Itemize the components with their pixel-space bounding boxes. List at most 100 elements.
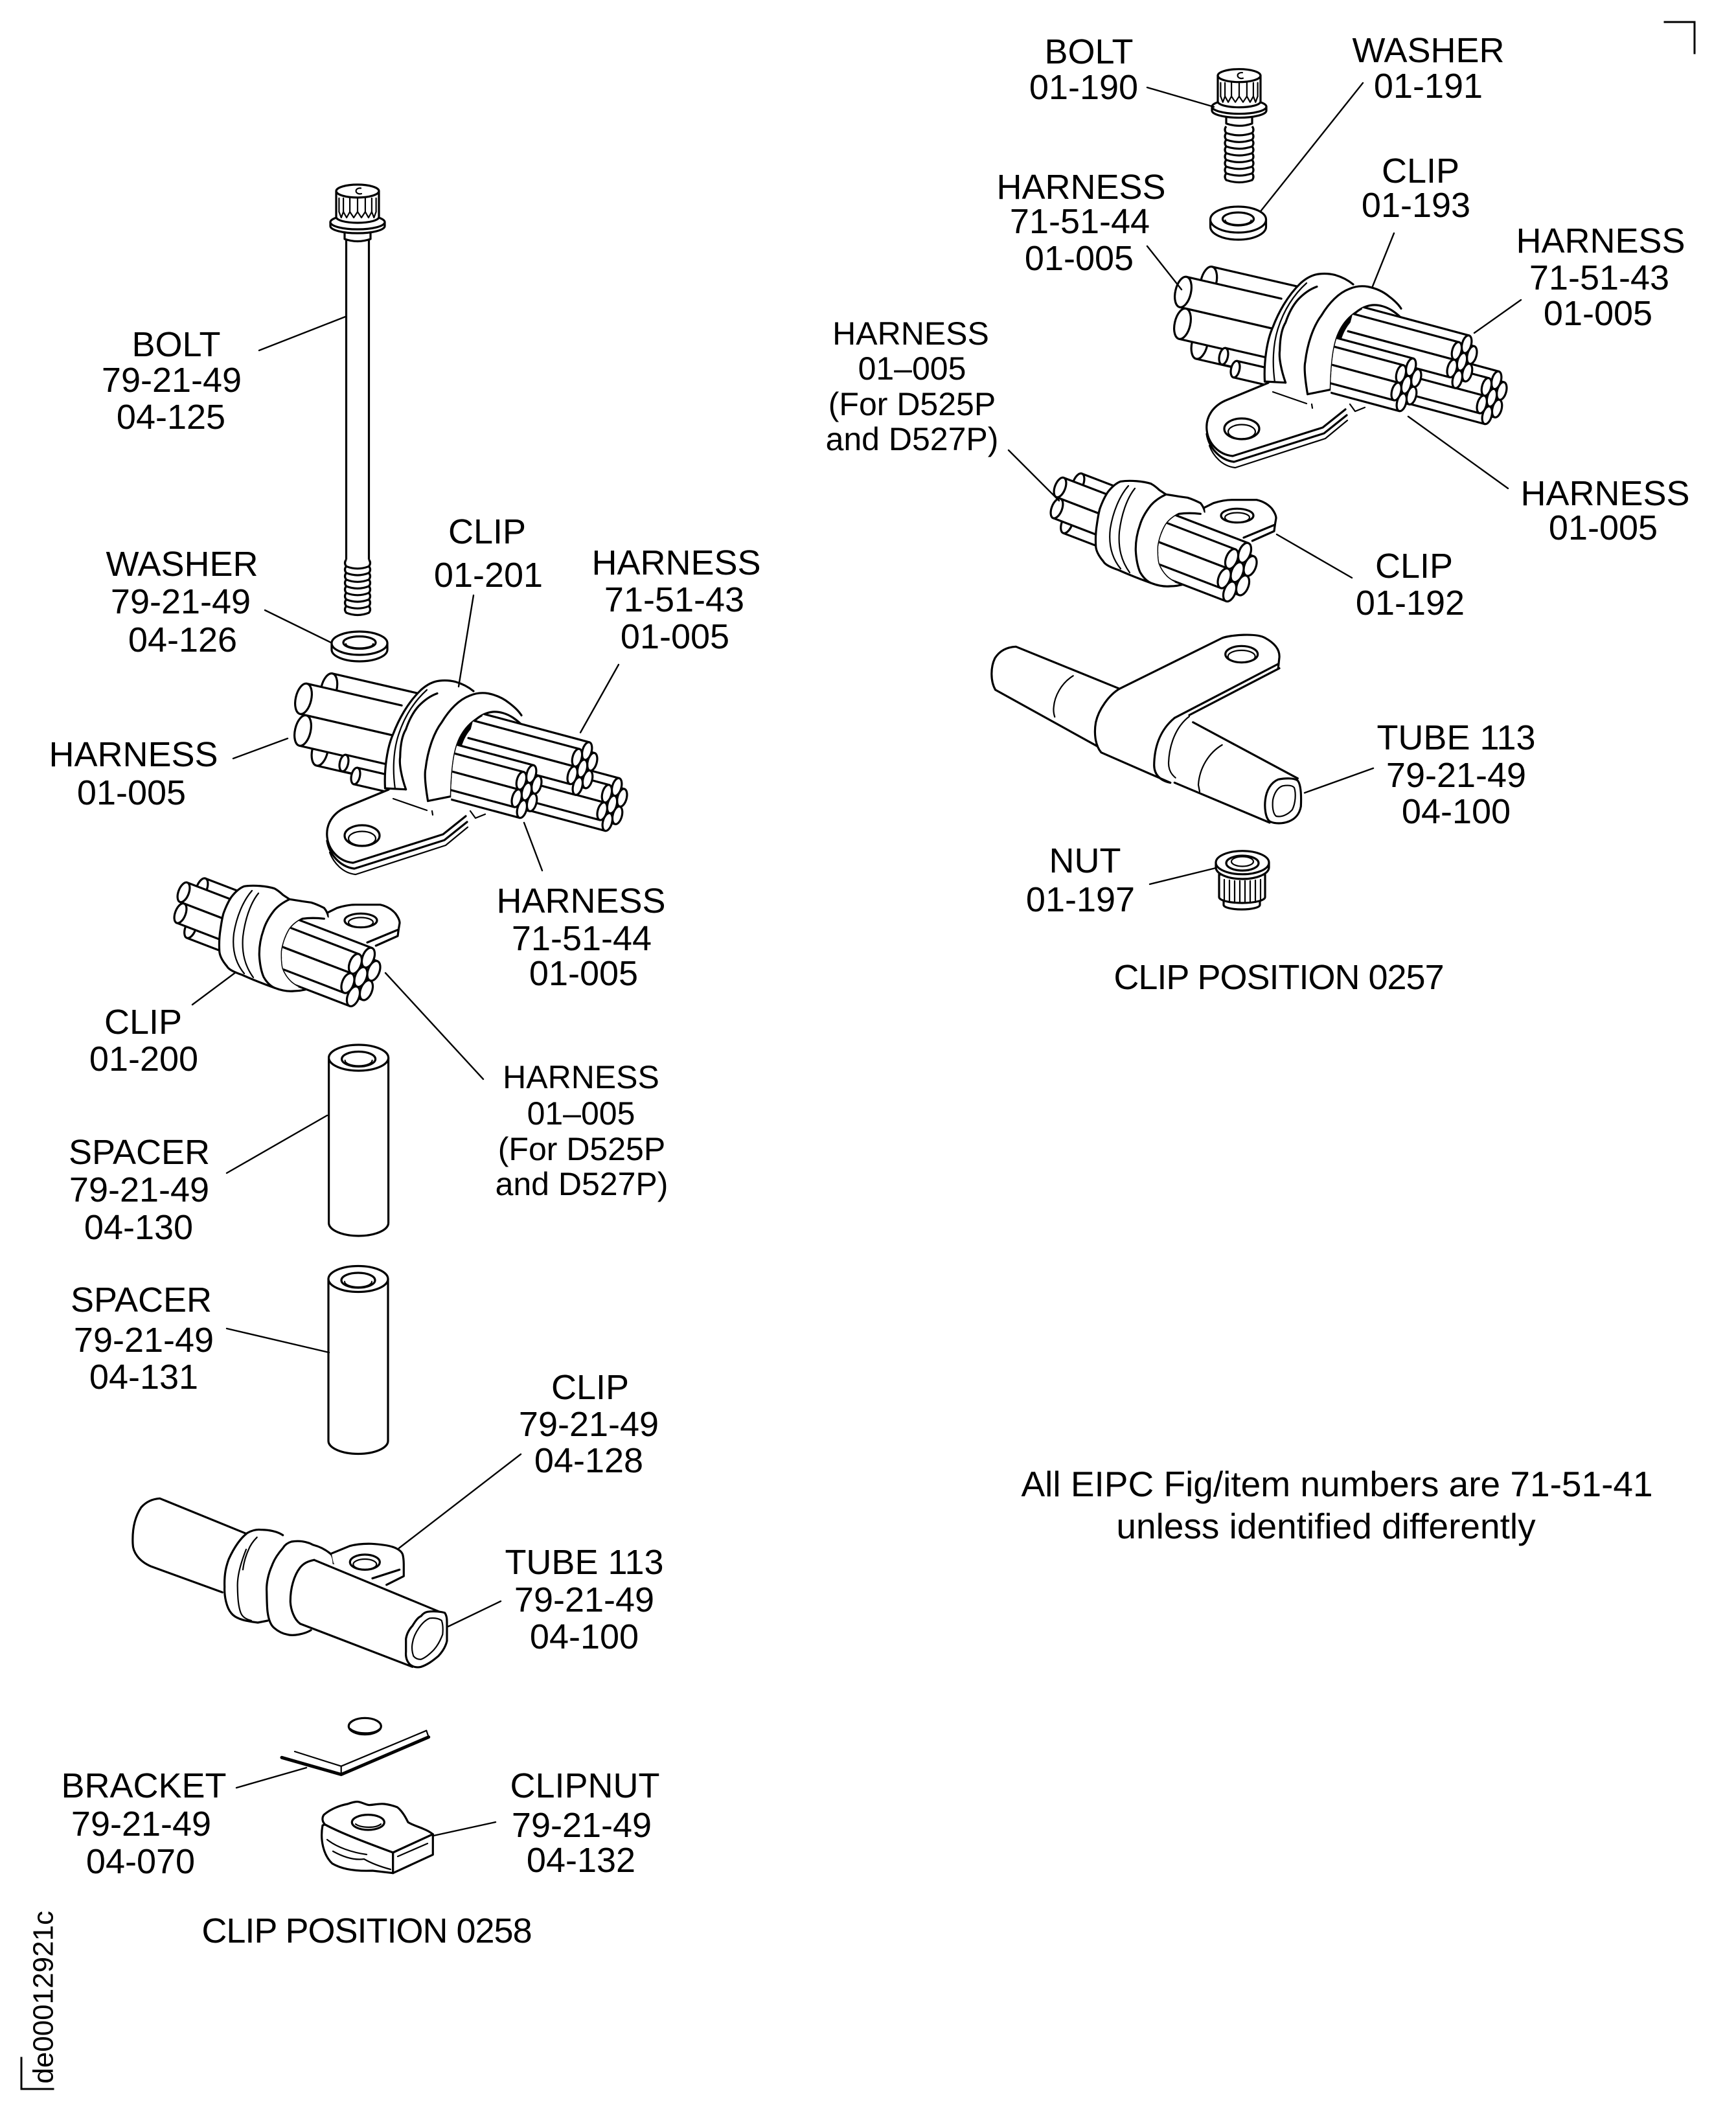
fig-item: 01-005 xyxy=(1544,294,1652,333)
wire-end xyxy=(1174,275,1193,308)
part-name: NUT xyxy=(1049,841,1121,880)
tube-front-edges xyxy=(1173,721,1299,824)
clip-front-ring xyxy=(266,1540,335,1636)
strap-front-edge xyxy=(424,692,523,803)
leader-nut-01-197 xyxy=(1148,867,1217,885)
tube-joint-line xyxy=(1197,744,1223,793)
wire-end xyxy=(510,788,523,808)
part-name: BOLT xyxy=(1044,32,1133,71)
chapter-ref: 79-21-49 xyxy=(69,1170,209,1209)
bolt-head-points xyxy=(338,211,377,219)
bolt-head xyxy=(1211,68,1268,127)
tube-bracket-top-edge xyxy=(1118,633,1281,690)
bolt-04-125-illustration xyxy=(329,183,386,617)
leader-lines xyxy=(1007,82,1522,885)
harness-rear-wires xyxy=(293,672,433,789)
leader-harness-71-51-43 xyxy=(1473,299,1522,334)
note-line: unless identified differently xyxy=(1116,1506,1536,1546)
harness-front-wires xyxy=(282,915,382,1008)
nut-knurls xyxy=(1223,878,1262,904)
tube-bracket-fill xyxy=(1097,635,1280,783)
mounting-hole-insert xyxy=(1227,424,1257,440)
bracket-04-070-illustration xyxy=(280,1716,431,1776)
tab-edge xyxy=(1251,523,1276,542)
leader-clip-01-192 xyxy=(1275,533,1353,579)
thread xyxy=(343,559,372,570)
leader-harness-71-51-44 xyxy=(1146,245,1183,291)
wire-body xyxy=(1158,537,1228,588)
chapter-ref: 79-21-49 xyxy=(519,1405,659,1444)
callout-harness-71-51-44: HARNESS 71-51-44 01-005 xyxy=(496,882,665,993)
p-clip-with-harness-bundles xyxy=(293,672,628,876)
wire-end xyxy=(566,765,578,786)
part-name: HARNESS xyxy=(49,735,218,774)
fig-item: 01-005 xyxy=(529,954,638,993)
tab-outline xyxy=(327,904,401,944)
wire xyxy=(1158,536,1232,589)
fig-item: 04-126 xyxy=(128,621,237,659)
part-name: HARNESS xyxy=(591,543,760,582)
bolt-threads xyxy=(1224,126,1255,184)
clip-opening-edge xyxy=(289,1558,315,1625)
strap-rear-inner-edge xyxy=(1278,285,1318,384)
tube-bracket-hole-insert xyxy=(1227,649,1256,664)
loop-front-edge xyxy=(258,898,330,992)
callout-harness-d525p-d527p: HARNESS 01–005 (For D525P and D527P) xyxy=(496,1059,668,1202)
clipnut-hole-wall xyxy=(354,1823,382,1828)
tab-edge xyxy=(374,928,400,947)
part-name: SPACER xyxy=(71,1281,212,1319)
applicability-note: (For D525P xyxy=(828,386,996,422)
fig-item: 01-197 xyxy=(1026,880,1135,919)
part-name: HARNESS xyxy=(496,882,665,920)
wire-body xyxy=(1158,518,1236,569)
wire-body xyxy=(451,750,524,790)
chapter-ref: 79-21-49 xyxy=(512,1806,652,1845)
harness-front-bundle xyxy=(1158,510,1258,603)
fig-item: 01–005 xyxy=(858,350,966,387)
corner-mark-top-right xyxy=(1663,21,1696,54)
leader-lines xyxy=(191,315,620,1837)
spacer-bore xyxy=(340,1050,377,1068)
callout-clipnut-04-132: CLIPNUT 79-21-49 04-132 xyxy=(510,1766,659,1880)
tab-lower-edge xyxy=(1208,419,1349,469)
leader-spacer-04-130 xyxy=(225,1114,328,1174)
tube-open-end xyxy=(404,1610,448,1669)
fig-item: 01-201 xyxy=(434,556,543,595)
callouts: BOLT 79-21-49 04-125 WASHER 79-21-49 04-… xyxy=(49,325,760,1881)
part-name: TUBE 113 xyxy=(1376,718,1535,757)
clipnut-04-132-illustration xyxy=(321,1800,434,1875)
part-name: HARNESS xyxy=(1516,222,1685,260)
harness-bundle-lower-left xyxy=(451,742,543,819)
fig-item: 01–005 xyxy=(527,1095,635,1132)
leader-harness-d525p-d527p xyxy=(384,972,485,1080)
loop-bead-line xyxy=(233,889,253,975)
tube-rear-fill xyxy=(132,1498,247,1593)
leader-harness-d525p-d527p xyxy=(1007,449,1060,502)
mounting-hole-insert xyxy=(1224,512,1251,523)
washer-hole-wall xyxy=(1224,219,1252,226)
tab-fill xyxy=(1206,383,1349,468)
callout-clip-01-201: CLIP 01-201 xyxy=(434,512,543,595)
chapter-ref: 79-21-49 xyxy=(102,361,242,400)
bolt-head-flutes xyxy=(1220,82,1259,97)
fig-item: 01-200 xyxy=(89,1040,198,1078)
clip-tab-outline xyxy=(330,1542,405,1586)
strap-bead-line xyxy=(1272,282,1308,383)
washer-04-126-illustration xyxy=(330,630,389,663)
wire-body xyxy=(299,715,401,768)
fig-item: 01-005 xyxy=(621,617,729,656)
wire-end xyxy=(1218,347,1229,366)
wire-end xyxy=(1229,359,1241,379)
clip-position-0258-view: BOLT 79-21-49 04-125 WASHER 79-21-49 04-… xyxy=(49,183,761,1950)
strap-rear-inner-edge xyxy=(398,692,439,791)
wire-body xyxy=(1331,343,1404,383)
nut-01-197-illustration xyxy=(1215,850,1270,911)
leader-bracket-04-070 xyxy=(235,1766,308,1789)
chapter-ref: 79-21-49 xyxy=(74,1321,214,1360)
callout-washer-01-191: WASHER 01-191 xyxy=(1352,31,1504,106)
tube-bracket-rear-curve xyxy=(1093,687,1172,784)
chapter-ref: 79-21-49 xyxy=(1386,756,1526,795)
tab-edge xyxy=(326,821,468,870)
strap-bead-line xyxy=(393,689,428,790)
